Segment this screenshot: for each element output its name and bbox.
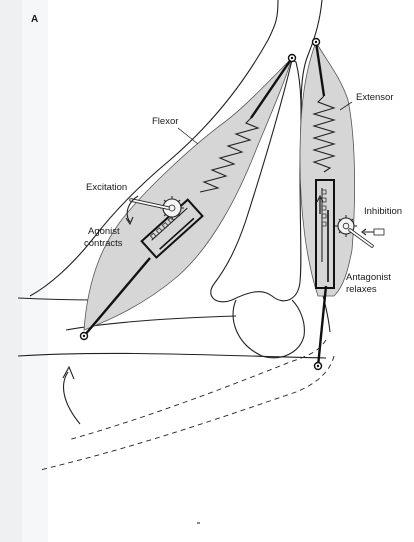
label-antagonist-line2: relaxes (346, 284, 377, 295)
label-agonist-line2: contracts (84, 238, 123, 249)
forearm-ghost-lower (40, 356, 334, 470)
label-agonist-line1: Agonist (88, 226, 120, 237)
page-shadow-inner (22, 0, 48, 542)
label-inhibition: Inhibition (364, 206, 402, 217)
flexor-muscle (84, 58, 292, 330)
extensor-tendon-lower (318, 286, 326, 366)
label-excitation: Excitation (86, 182, 127, 193)
forearm-lower-edge (18, 353, 326, 358)
flexor-leader-line (178, 128, 198, 144)
scan-speck (197, 522, 200, 524)
elbow-condyle (233, 300, 304, 358)
label-flexor: Flexor (152, 116, 178, 127)
label-extensor: Extensor (356, 92, 394, 103)
flexion-arrow (64, 372, 80, 424)
panel-letter: A (31, 14, 38, 25)
label-antagonist-line1: Antagonist (346, 272, 391, 283)
page-shadow-left (0, 0, 22, 542)
